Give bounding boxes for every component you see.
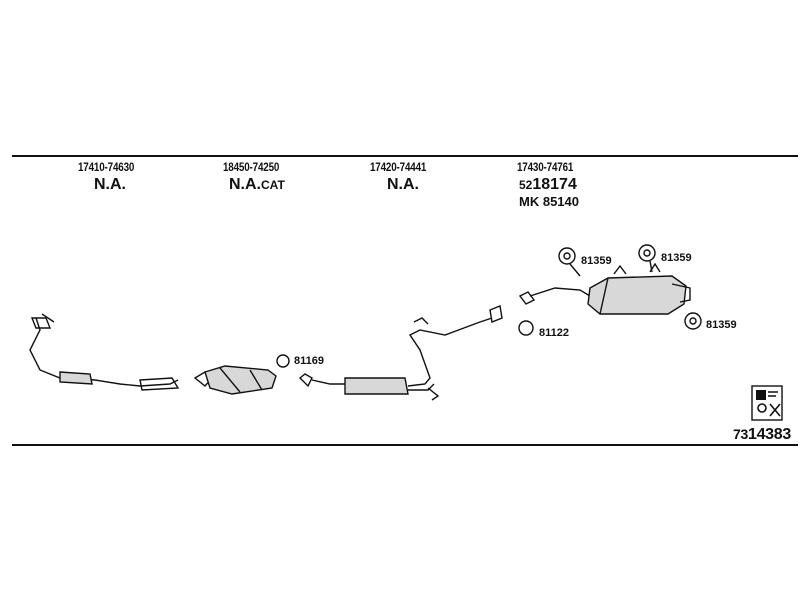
hanger-rear-icon (684, 312, 702, 330)
label-hanger-left: 81359 (581, 255, 612, 267)
top-rule (12, 155, 798, 157)
gasket-mid-icon (518, 320, 534, 336)
mk-rear-muffler-number: 85140 (542, 194, 579, 209)
front-pipe-part (29, 313, 180, 391)
bottom-rule (12, 444, 798, 446)
status-center-pipe-text: N.A. (387, 176, 419, 193)
part-number-front-pipe: 17410-74630 (78, 160, 135, 174)
catalyst-part (193, 365, 277, 395)
ref-rear-muffler-prefix: 52 (519, 178, 533, 192)
label-gasket-front: 81169 (294, 355, 324, 367)
fitting-instructions-icon (751, 385, 783, 421)
ref-rear-muffler-number: 18174 (532, 176, 577, 193)
diagram-number-main: 14383 (747, 426, 791, 443)
center-pipe-part (298, 305, 503, 401)
diagram-number: 7314383 (733, 426, 791, 444)
status-catalyst: N.A.CAT (229, 176, 285, 194)
label-hanger-rear: 81359 (706, 319, 737, 331)
label-gasket-mid: 81122 (539, 327, 569, 339)
label-hanger-right: 81359 (661, 252, 692, 264)
status-front-pipe-text: N.A. (94, 176, 126, 193)
ref-rear-muffler: 5218174 (519, 176, 577, 194)
part-number-rear-muffler: 17430-74761 (517, 160, 574, 174)
gasket-front-icon (276, 354, 290, 368)
status-catalyst-suffix: CAT (261, 178, 285, 192)
hanger-left-icon (558, 247, 581, 277)
part-number-catalyst: 18450-74250 (223, 160, 280, 174)
rear-muffler-part (518, 262, 691, 315)
status-catalyst-text: N.A. (229, 176, 261, 193)
diagram-number-prefix: 73 (733, 426, 748, 442)
part-number-center-pipe: 17420-74441 (370, 160, 427, 174)
status-front-pipe: N.A. (94, 176, 126, 194)
mk-rear-muffler-prefix: MK (519, 194, 540, 209)
hanger-right-icon (638, 244, 656, 273)
status-center-pipe: N.A. (387, 176, 419, 194)
mk-rear-muffler: MK 85140 (519, 194, 579, 209)
